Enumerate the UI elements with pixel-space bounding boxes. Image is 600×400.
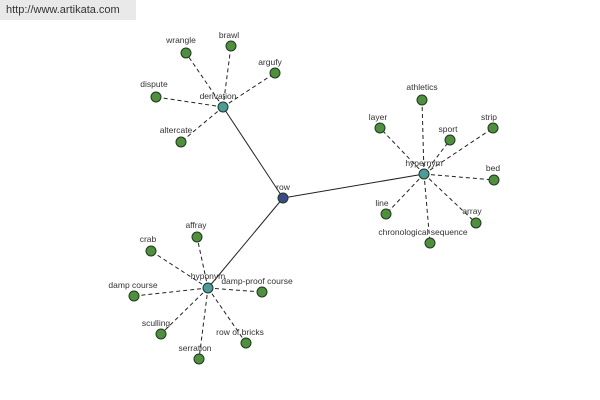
leaf-node-chronological-sequence[interactable] bbox=[424, 237, 436, 249]
edge-hypernym-to-line bbox=[385, 173, 425, 215]
leaf-node-line[interactable] bbox=[380, 208, 392, 220]
edge-derivation-to-wrangle bbox=[185, 52, 224, 108]
edge-hypernym-to-array bbox=[423, 173, 477, 224]
leaf-node-crab[interactable] bbox=[145, 245, 157, 257]
hub-node-hyponym[interactable] bbox=[202, 282, 214, 294]
edge-derivation-to-argufy bbox=[222, 72, 276, 108]
leaf-label-strip[interactable]: strip bbox=[481, 112, 497, 122]
leaf-node-affray[interactable] bbox=[191, 231, 203, 243]
leaf-label-serration[interactable]: serration bbox=[178, 343, 211, 353]
hub-node-hypernym[interactable] bbox=[418, 168, 430, 180]
root-node-row[interactable] bbox=[277, 192, 289, 204]
edge-hyponym-to-damp-proof-course bbox=[207, 287, 263, 293]
leaf-node-wrangle[interactable] bbox=[180, 47, 192, 59]
edge-hypernym-to-bed bbox=[423, 173, 495, 181]
leaf-label-layer[interactable]: layer bbox=[369, 112, 388, 122]
leaf-label-wrangle[interactable]: wrangle bbox=[165, 35, 196, 45]
leaf-node-strip[interactable] bbox=[487, 122, 499, 134]
leaf-label-sculling[interactable]: sculling bbox=[142, 318, 171, 328]
leaf-node-sport[interactable] bbox=[444, 134, 456, 146]
edge-row-to-derivation bbox=[222, 106, 284, 199]
edge-hyponym-to-sculling bbox=[160, 287, 209, 335]
edge-hypernym-to-athletics bbox=[421, 99, 425, 175]
graph-nodes bbox=[128, 40, 500, 365]
leaf-label-crab[interactable]: crab bbox=[140, 234, 157, 244]
edge-hypernym-to-chronological-sequence bbox=[423, 173, 431, 244]
leaf-label-sport[interactable]: sport bbox=[439, 124, 459, 134]
edge-hyponym-to-damp-course bbox=[133, 287, 209, 297]
leaf-node-argufy[interactable] bbox=[269, 67, 281, 79]
leaf-node-altercate[interactable] bbox=[175, 136, 187, 148]
root-label-row[interactable]: row bbox=[276, 182, 291, 192]
leaf-node-row-of-bricks[interactable] bbox=[240, 337, 252, 349]
source-url-badge[interactable]: http://www.artikata.com bbox=[0, 0, 136, 20]
edge-hyponym-to-affray bbox=[196, 236, 209, 289]
leaf-node-athletics[interactable] bbox=[416, 94, 428, 106]
edge-derivation-to-brawl bbox=[222, 45, 232, 108]
leaf-node-array[interactable] bbox=[470, 217, 482, 229]
leaf-label-bed[interactable]: bed bbox=[486, 163, 500, 173]
leaf-label-damp-proof-course[interactable]: damp-proof course bbox=[221, 276, 293, 286]
edge-hyponym-to-serration bbox=[198, 287, 209, 360]
leaf-label-chronological-sequence[interactable]: chronological sequence bbox=[378, 227, 468, 237]
leaf-node-serration[interactable] bbox=[193, 353, 205, 365]
edge-derivation-to-altercate bbox=[180, 106, 224, 143]
leaf-label-line[interactable]: line bbox=[375, 198, 389, 208]
leaf-label-damp-course[interactable]: damp course bbox=[108, 280, 157, 290]
leaf-node-damp-proof-course[interactable] bbox=[256, 286, 268, 298]
leaf-node-damp-course[interactable] bbox=[128, 290, 140, 302]
edge-hypernym-to-sport bbox=[423, 139, 451, 175]
graph-edges bbox=[133, 45, 495, 360]
leaf-node-bed[interactable] bbox=[488, 174, 500, 186]
hub-label-derivation[interactable]: derivation bbox=[200, 91, 237, 101]
leaf-node-dispute[interactable] bbox=[150, 91, 162, 103]
graph-labels: wrangle brawl argufy dispute altercate athlet… bbox=[108, 30, 500, 353]
edge-hyponym-to-crab bbox=[150, 250, 209, 289]
leaf-node-sculling[interactable] bbox=[155, 328, 167, 340]
hub-label-hyponym[interactable]: hyponym bbox=[191, 271, 226, 281]
leaf-label-altercate[interactable]: altercate bbox=[160, 125, 193, 135]
leaf-label-affray[interactable]: affray bbox=[185, 220, 207, 230]
leaf-label-array[interactable]: array bbox=[462, 206, 482, 216]
edge-row-to-hypernym bbox=[282, 173, 425, 199]
edge-hypernym-to-layer bbox=[379, 127, 425, 175]
edge-row-to-hyponym bbox=[207, 197, 284, 289]
hub-node-derivation[interactable] bbox=[217, 101, 229, 113]
leaf-node-brawl[interactable] bbox=[225, 40, 237, 52]
leaf-label-argufy[interactable]: argufy bbox=[258, 57, 282, 67]
leaf-label-row-of-bricks[interactable]: row of bricks bbox=[216, 327, 264, 337]
hub-label-hypernym[interactable]: hypernym bbox=[405, 158, 442, 168]
leaf-node-layer[interactable] bbox=[374, 122, 386, 134]
edge-derivation-to-dispute bbox=[155, 96, 224, 108]
leaf-label-brawl[interactable]: brawl bbox=[219, 30, 239, 40]
leaf-label-dispute[interactable]: dispute bbox=[140, 79, 168, 89]
leaf-label-athletics[interactable]: athletics bbox=[406, 82, 437, 92]
